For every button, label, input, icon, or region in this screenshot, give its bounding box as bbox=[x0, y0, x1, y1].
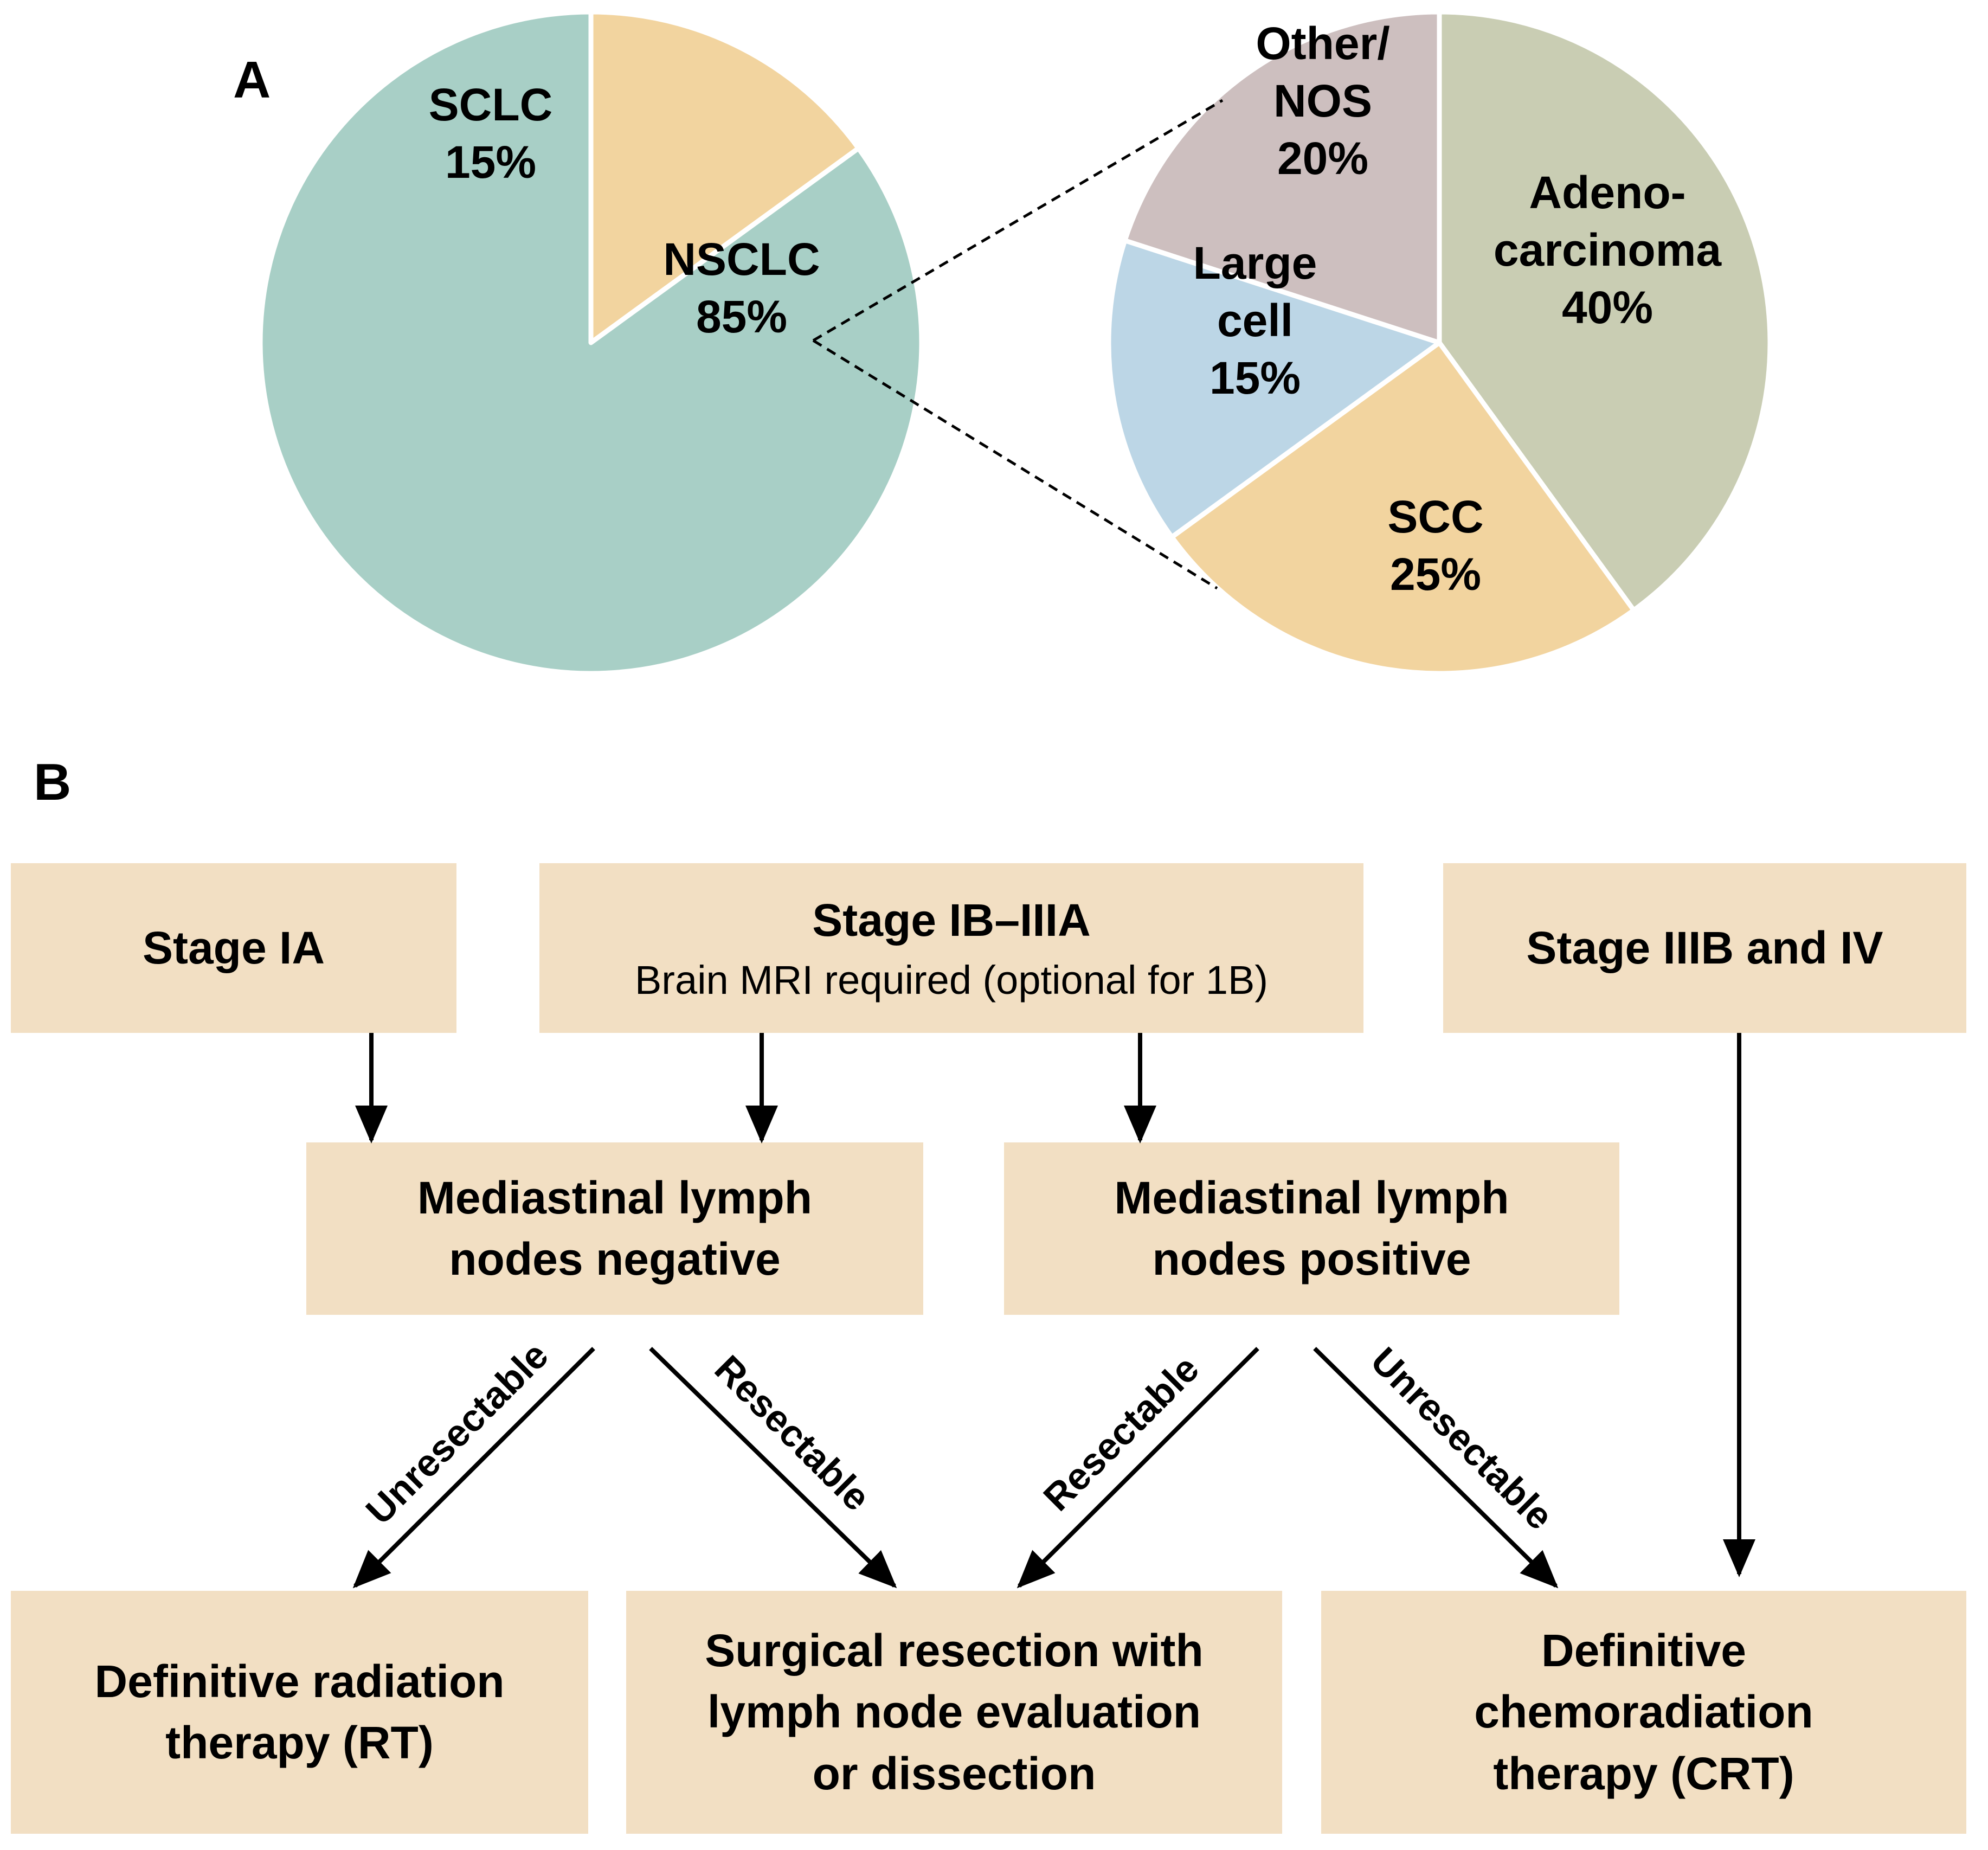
nodes-positive-label: Mediastinal lymph nodes positive bbox=[1114, 1172, 1509, 1284]
edge-label-resectable-left: Resectable bbox=[707, 1347, 879, 1519]
edge-label-unresectable-right: Unresectable bbox=[1363, 1339, 1561, 1538]
panel-a-letter: A bbox=[233, 51, 271, 109]
surgical-resection-label: Surgical resection with lymph node evalu… bbox=[705, 1624, 1204, 1799]
stage-ib-iiia-box: Stage IB–IIIA Brain MRI required (option… bbox=[539, 863, 1363, 1033]
arrow-negative-to-surgery bbox=[649, 1347, 897, 1589]
brain-mri-note: Brain MRI required (optional for 1B) bbox=[634, 958, 1269, 1003]
edge-label-unresectable-left: Unresectable bbox=[358, 1334, 556, 1532]
arrow-positive-to-crt bbox=[1313, 1347, 1559, 1589]
pie-slice bbox=[1169, 340, 1637, 676]
edge-label-resectable-right: Resectable bbox=[1035, 1347, 1207, 1519]
pie-slice bbox=[588, 9, 861, 345]
arrow-positive-to-surgery bbox=[1016, 1347, 1259, 1589]
stage-iiib-iv-label: Stage IIIB and IV bbox=[1526, 922, 1883, 973]
pie-slice bbox=[1106, 238, 1442, 540]
nodes-positive-box: Mediastinal lymph nodes positive bbox=[1004, 1142, 1619, 1315]
zoom-connector-top bbox=[812, 99, 1224, 342]
panel-b-letter: B bbox=[34, 753, 72, 811]
surgical-resection-box: Surgical resection with lymph node evalu… bbox=[626, 1591, 1282, 1834]
stage-ia-label: Stage IA bbox=[142, 922, 325, 973]
chemoradiation-box: Definitive chemoradiation therapy (CRT) bbox=[1321, 1591, 1966, 1834]
chemoradiation-label: Definitive chemoradiation therapy (CRT) bbox=[1474, 1624, 1813, 1799]
stage-ia-box: Stage IA bbox=[11, 863, 456, 1033]
arrow-negative-to-rt bbox=[352, 1347, 595, 1589]
pie-slice bbox=[1437, 9, 1773, 613]
radiation-therapy-box: Definitive radiation therapy (RT) bbox=[11, 1591, 588, 1834]
radiation-therapy-label: Definitive radiation therapy (RT) bbox=[94, 1655, 505, 1768]
pie-slice bbox=[1122, 9, 1442, 345]
nodes-negative-box: Mediastinal lymph nodes negative bbox=[306, 1142, 923, 1315]
pie-slice bbox=[258, 9, 924, 676]
stage-ib-iiia-label: Stage IB–IIIA bbox=[812, 894, 1091, 946]
stage-iiib-iv-box: Stage IIIB and IV bbox=[1443, 863, 1966, 1033]
zoom-connector-bottom bbox=[812, 339, 1218, 590]
nodes-negative-label: Mediastinal lymph nodes negative bbox=[417, 1172, 813, 1284]
